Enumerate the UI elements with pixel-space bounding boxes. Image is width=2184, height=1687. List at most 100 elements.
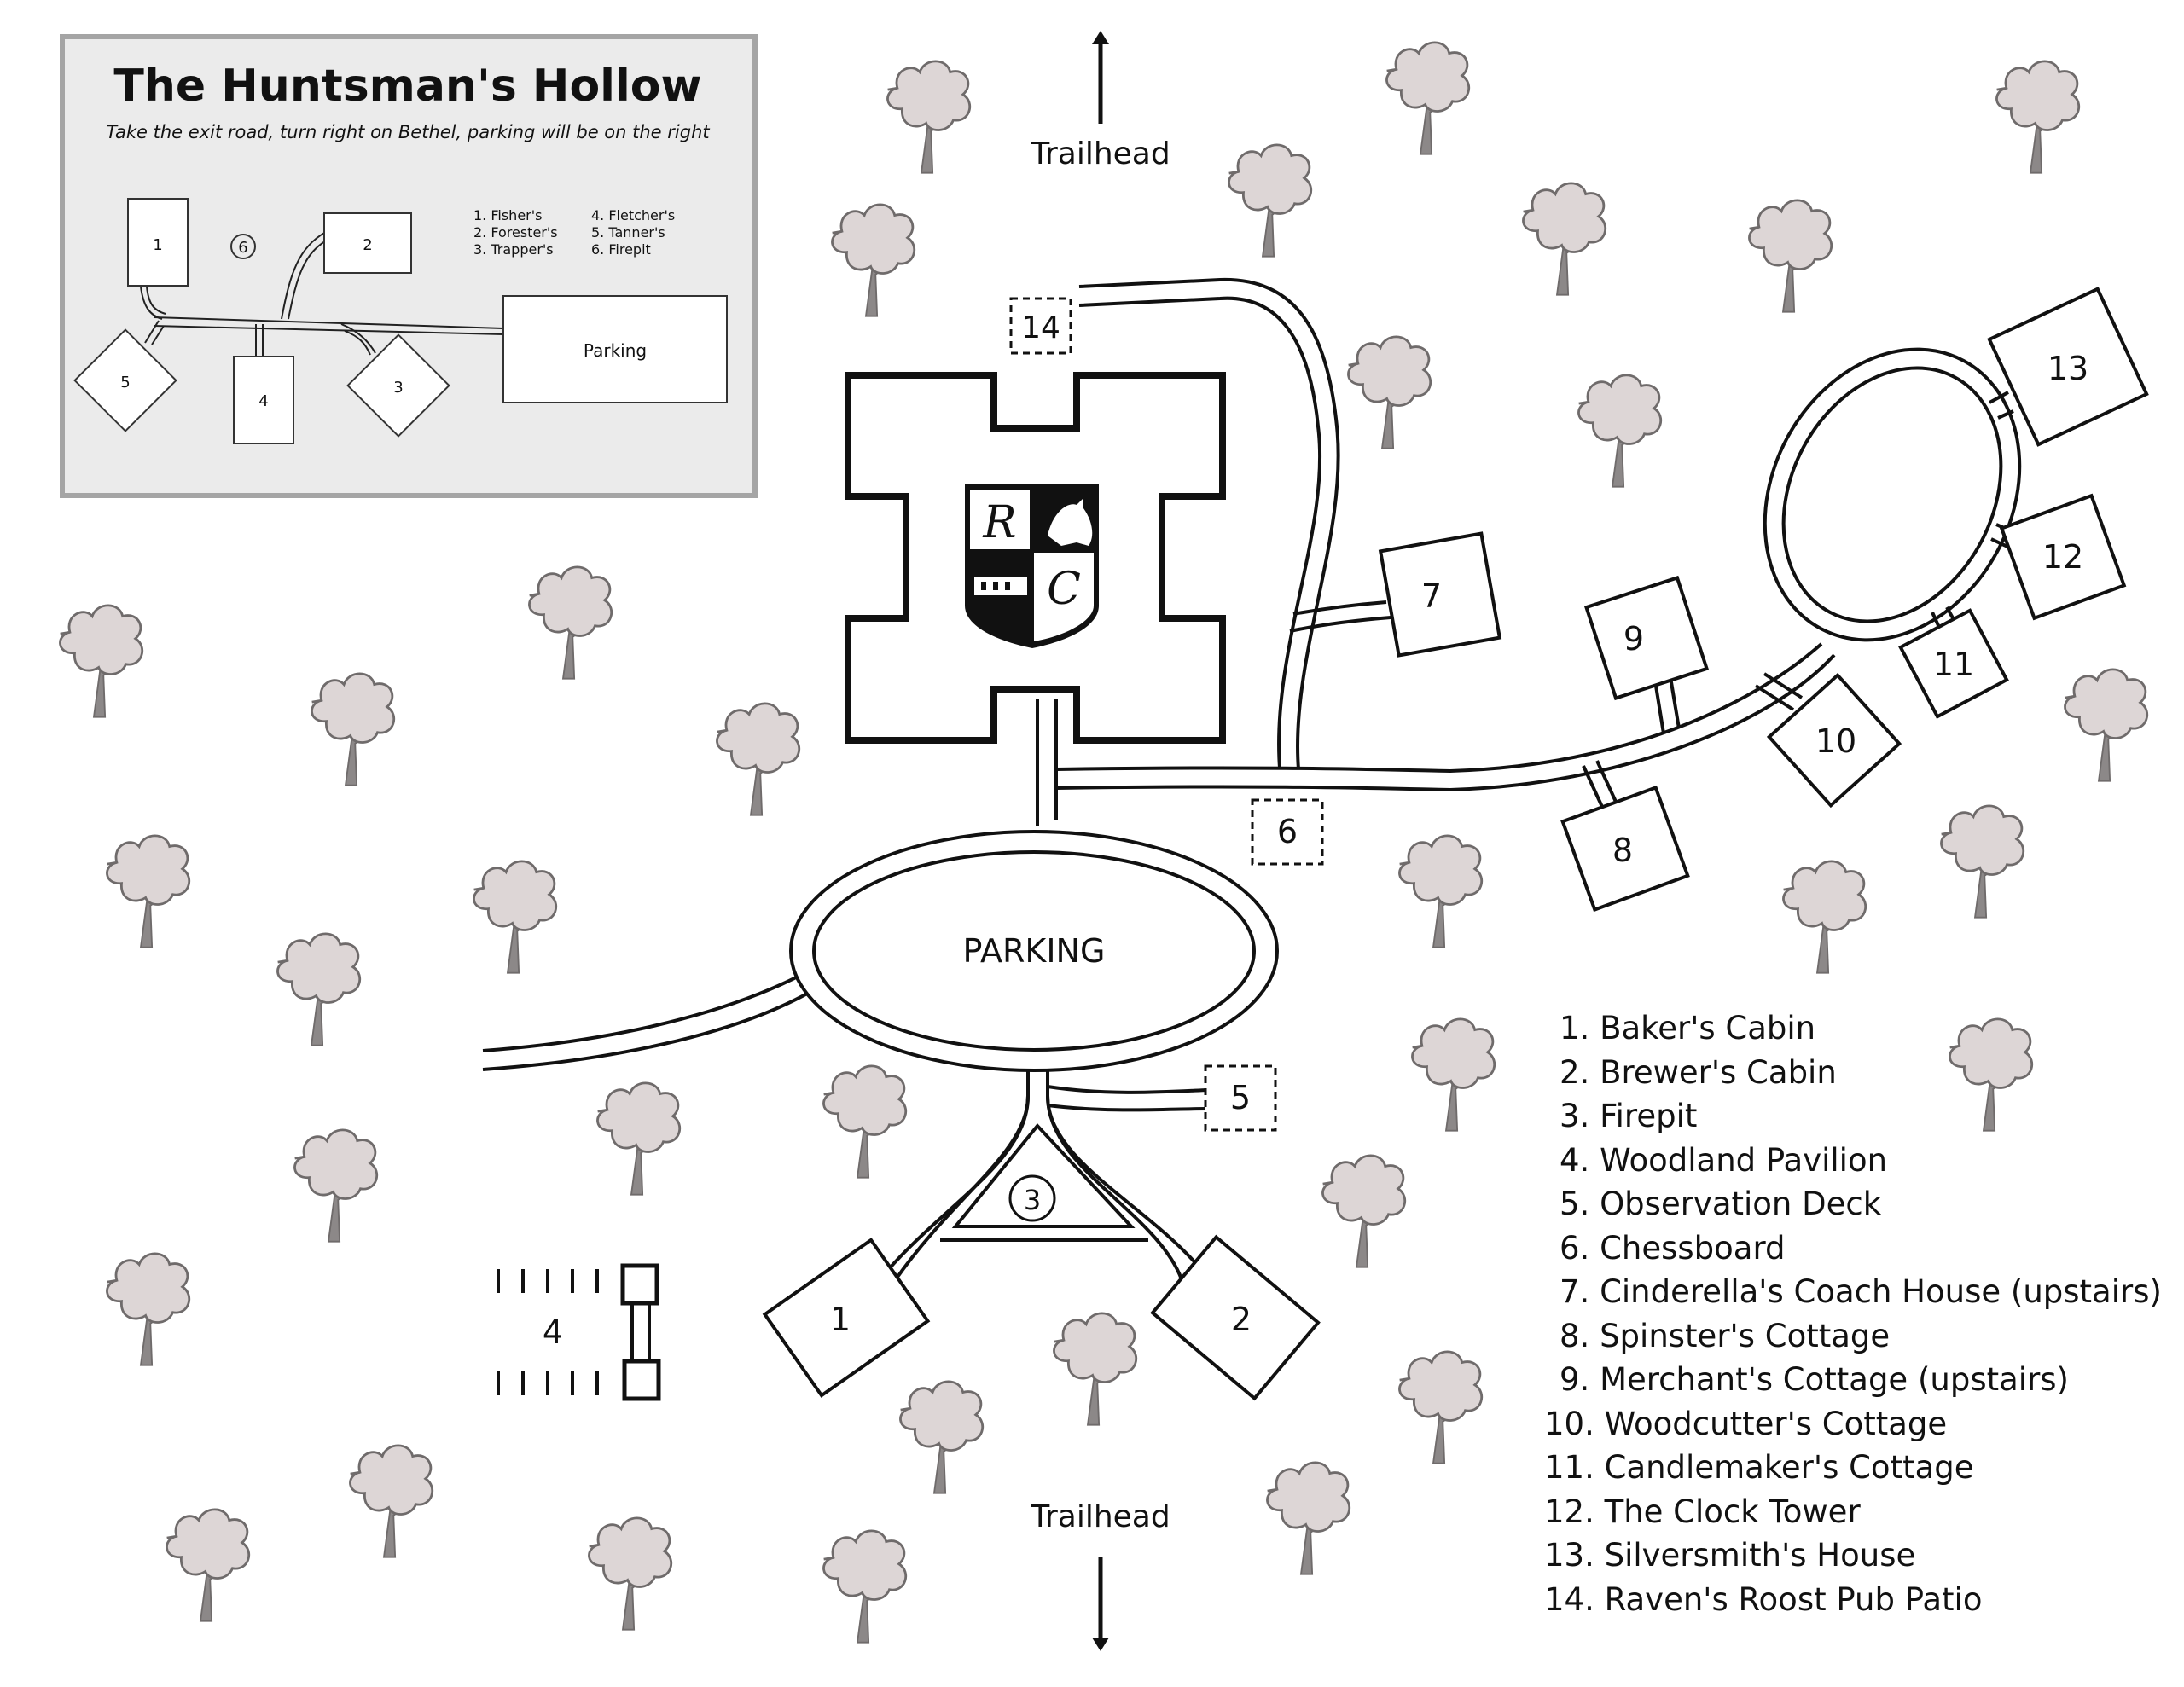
inset-title: The Huntsman's Hollow	[113, 61, 701, 112]
building-8-label: 8	[1612, 832, 1633, 869]
legend-item: 4. Woodland Pavilion	[1560, 1141, 1888, 1179]
trailhead-south: Trailhead	[1030, 1499, 1170, 1651]
building-7-label: 7	[1421, 577, 1442, 615]
inset-building-5-label: 5	[120, 374, 130, 391]
legend-item: 9. Merchant's Cottage (upstairs)	[1560, 1361, 2069, 1398]
tree-icon	[1321, 1154, 1407, 1269]
building-10	[1766, 672, 1902, 809]
marker-14	[1009, 297, 1072, 355]
inset-building-3	[346, 333, 450, 438]
parking-label: PARKING	[963, 932, 1106, 970]
inset-firepit-label: 6	[238, 239, 247, 257]
tree-icon	[830, 203, 916, 318]
inset-key: 1. Fisher's 2. Forester's 3. Trapper's 4…	[473, 207, 675, 258]
map-legend: 1. Baker's Cabin 2. Brewer's Cabin 3. Fi…	[1544, 1006, 2162, 1621]
marker-5-label: 5	[1230, 1079, 1251, 1116]
legend-item: 10. Woodcutter's Cottage	[1544, 1405, 1948, 1442]
tree-icon	[1397, 1350, 1484, 1465]
marker-14-label: 14	[1021, 310, 1060, 345]
building-2	[1150, 1234, 1321, 1401]
marker-6-label: 6	[1277, 813, 1298, 850]
tree-icon	[1995, 60, 2081, 175]
building-12-label: 12	[2042, 538, 2083, 576]
tree-icon	[1397, 834, 1484, 949]
tree-icon	[715, 702, 801, 817]
building-1	[762, 1238, 931, 1398]
arrow-down-icon	[1092, 1638, 1109, 1651]
firepit-marker	[1008, 1174, 1056, 1222]
building-13	[1987, 287, 2149, 447]
building-11-label: 11	[1933, 646, 1974, 683]
building-9	[1583, 575, 1710, 701]
inset-subtitle: Take the exit road, turn right on Bethel…	[106, 122, 710, 142]
legend-item: 7. Cinderella's Coach House (upstairs)	[1560, 1273, 2162, 1310]
inset-building-4-label: 4	[258, 392, 268, 410]
legend-item: 3. Firepit	[1560, 1098, 1698, 1134]
tree-icon	[1385, 41, 1471, 156]
legend-item: 14. Raven's Roost Pub Patio	[1544, 1580, 1983, 1618]
tree-icon	[527, 565, 613, 681]
marker-5	[1204, 1064, 1277, 1132]
building-8	[1560, 785, 1690, 913]
marker-6	[1251, 798, 1324, 866]
parking-lot	[812, 850, 1256, 1052]
tree-icon	[1577, 374, 1663, 489]
tree-icon	[310, 672, 396, 787]
tree-icon	[898, 1380, 985, 1495]
buildings	[762, 287, 2149, 1401]
inset-key-item: 3. Trapper's	[473, 241, 554, 258]
legend-item: 12. The Clock Tower	[1544, 1493, 1861, 1530]
inset-key-item: 5. Tanner's	[591, 224, 665, 241]
building-11	[1898, 608, 2009, 719]
firepit-label: 3	[1024, 1184, 1041, 1216]
inset-parking-label: Parking	[584, 340, 647, 361]
building-1-label: 1	[830, 1301, 851, 1338]
tree-icon	[1265, 1461, 1351, 1576]
tree-icon	[886, 60, 972, 175]
inset-building-4	[233, 356, 294, 444]
tree-icon	[276, 932, 362, 1047]
tree-icon	[822, 1529, 908, 1644]
tree-icon	[1939, 804, 2025, 919]
inset-key-item: 1. Fisher's	[473, 207, 542, 223]
building-labels: 1 2 7 8 9 10 11 12 13	[830, 350, 2088, 1338]
crest-icon: R C	[965, 484, 1099, 648]
pavilion-4-label: 4	[543, 1313, 563, 1351]
crest-letter-r: R	[982, 497, 1016, 548]
tree-icon	[1052, 1312, 1138, 1427]
trailhead-north: Trailhead	[1030, 31, 1170, 171]
tree-icon	[2063, 668, 2149, 783]
trailhead-north-label: Trailhead	[1030, 136, 1170, 171]
legend-item: 8. Spinster's Cottage	[1560, 1317, 1891, 1354]
legend-item: 6. Chessboard	[1560, 1229, 1786, 1267]
legend-item: 1. Baker's Cabin	[1560, 1010, 1816, 1046]
arrow-up-icon	[1092, 31, 1109, 44]
tree-icon	[595, 1081, 682, 1197]
crest-letter-c: C	[1047, 564, 1081, 615]
inset-key-item: 6. Firepit	[591, 241, 651, 258]
tree-icon	[105, 1252, 191, 1367]
tree-icon	[348, 1444, 434, 1559]
tree-icon	[58, 604, 144, 719]
inset-key-item: 2. Forester's	[473, 224, 558, 241]
tree-icon	[472, 860, 558, 975]
building-13-label: 13	[2048, 350, 2088, 387]
building-9-label: 9	[1623, 620, 1644, 658]
legend-item: 5. Observation Deck	[1560, 1186, 1882, 1222]
building-12	[1999, 493, 2127, 621]
legend-item: 11. Candlemaker's Cottage	[1544, 1449, 1974, 1486]
inset-parking-lot	[502, 295, 728, 403]
trailhead-south-label: Trailhead	[1030, 1499, 1170, 1534]
tree-icon	[822, 1064, 908, 1180]
building-7	[1378, 531, 1502, 658]
inset-building-2	[323, 212, 412, 274]
tree-icon	[165, 1508, 251, 1623]
inset-map: The Huntsman's Hollow Take the exit road…	[60, 34, 758, 498]
raven-icon	[1048, 498, 1093, 546]
building-2-label: 2	[1231, 1301, 1252, 1338]
inset-key-item: 4. Fletcher's	[591, 207, 675, 223]
tree-icon	[1781, 860, 1867, 975]
building-10-label: 10	[1815, 722, 1856, 760]
tree-icon	[1410, 1017, 1496, 1133]
